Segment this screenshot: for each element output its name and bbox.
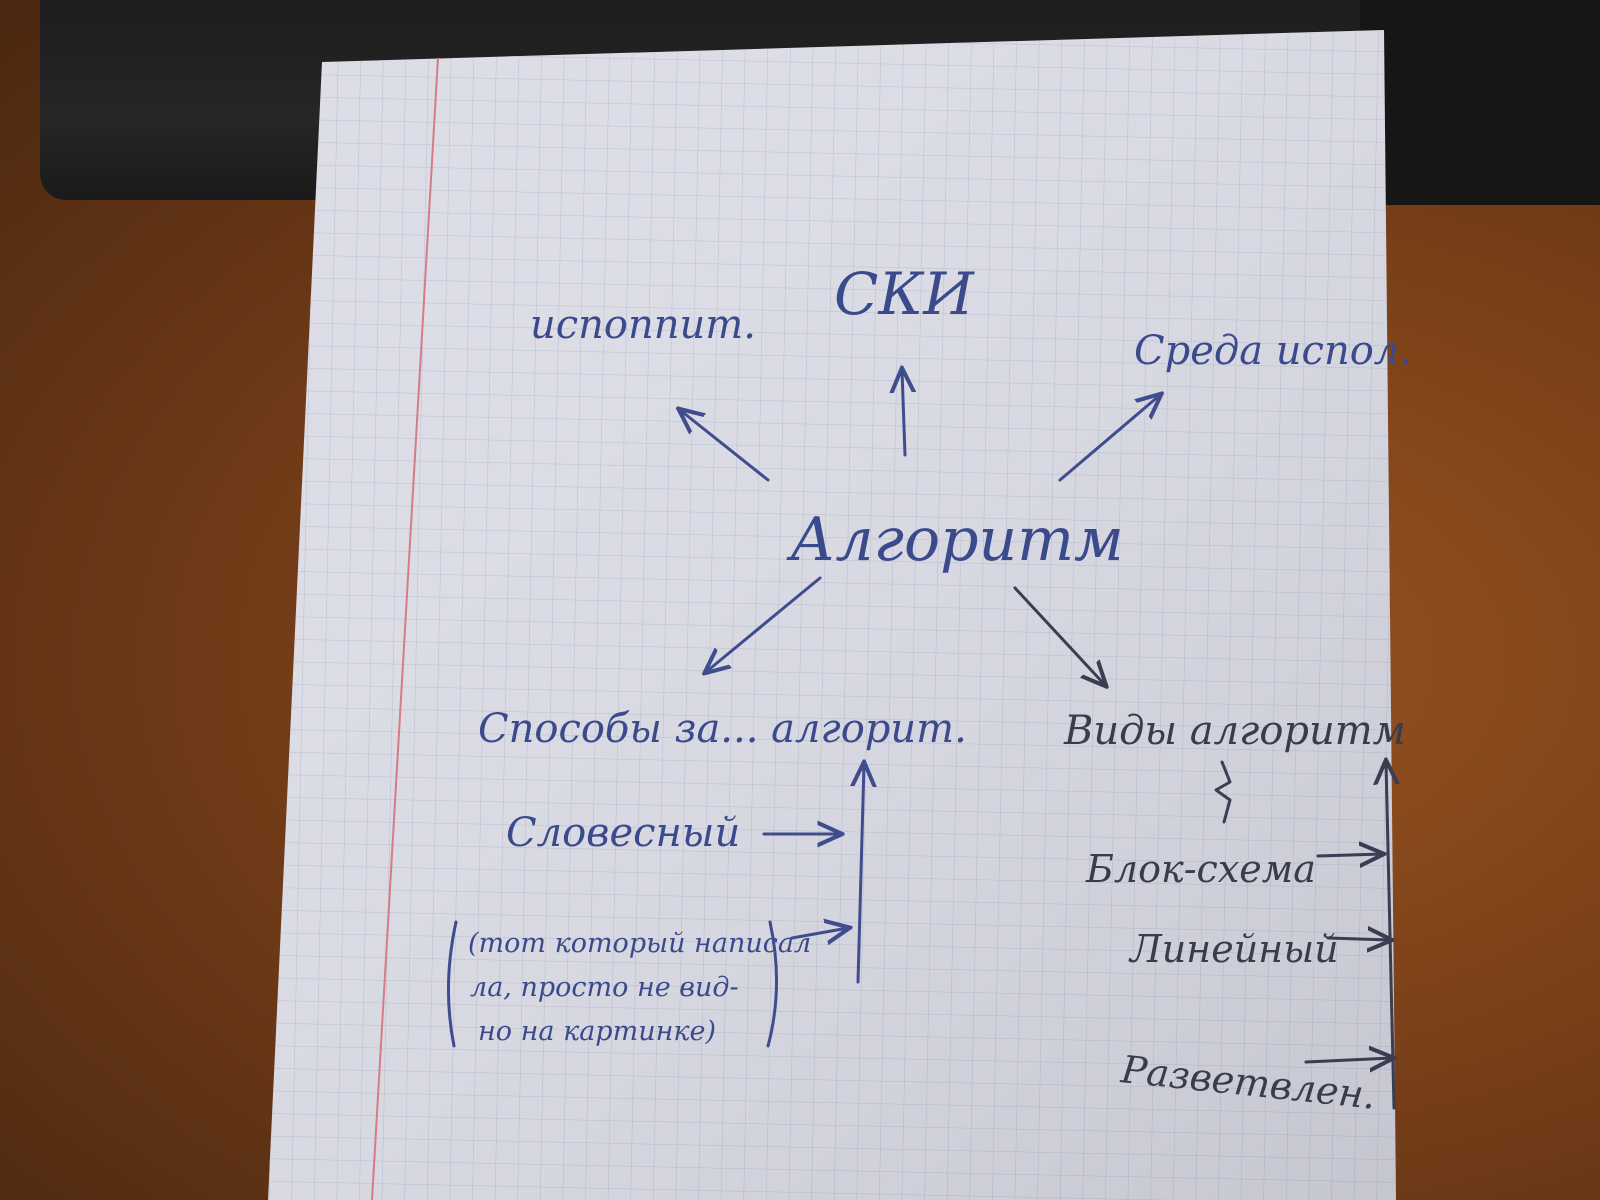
note-line-2: ла, просто не вид- [470, 972, 739, 1003]
pointer-flowchart [1316, 854, 1382, 856]
node-ski: СКИ [834, 260, 975, 328]
node-environment: Среда испол. [1134, 328, 1412, 374]
note-bracket-left [447, 920, 458, 1048]
note-bracket-right [766, 920, 778, 1048]
arrow-to-executor [680, 410, 770, 482]
node-methods: Способы за... алгорит. [478, 706, 967, 752]
note-line-3: но на картинке) [478, 1016, 716, 1047]
arrow-to-methods [706, 576, 822, 672]
pointer-branching [1304, 1058, 1392, 1062]
arrow-to-environment [1058, 395, 1160, 482]
item-flowchart: Блок-схема [1085, 847, 1316, 891]
paper-shade [268, 30, 1396, 1200]
squiggle-mark [1214, 760, 1232, 824]
arrow-to-ski [902, 370, 905, 457]
center-node: Алгоритм [786, 505, 1124, 575]
item-verbal: Словесный [506, 810, 740, 856]
note-line-1: (тот который написал [468, 928, 811, 959]
node-executor: испоnnит. [530, 302, 756, 348]
pointer-note [790, 928, 848, 938]
laptop-edge-right [1360, 0, 1600, 205]
methods-vertical-arrow [858, 764, 864, 984]
item-linear: Линейный [1128, 927, 1339, 971]
node-types: Виды алгоритм [1063, 708, 1406, 754]
margin-line [371, 57, 439, 1200]
pointer-linear [1326, 938, 1390, 940]
arrow-to-types [1013, 586, 1105, 685]
